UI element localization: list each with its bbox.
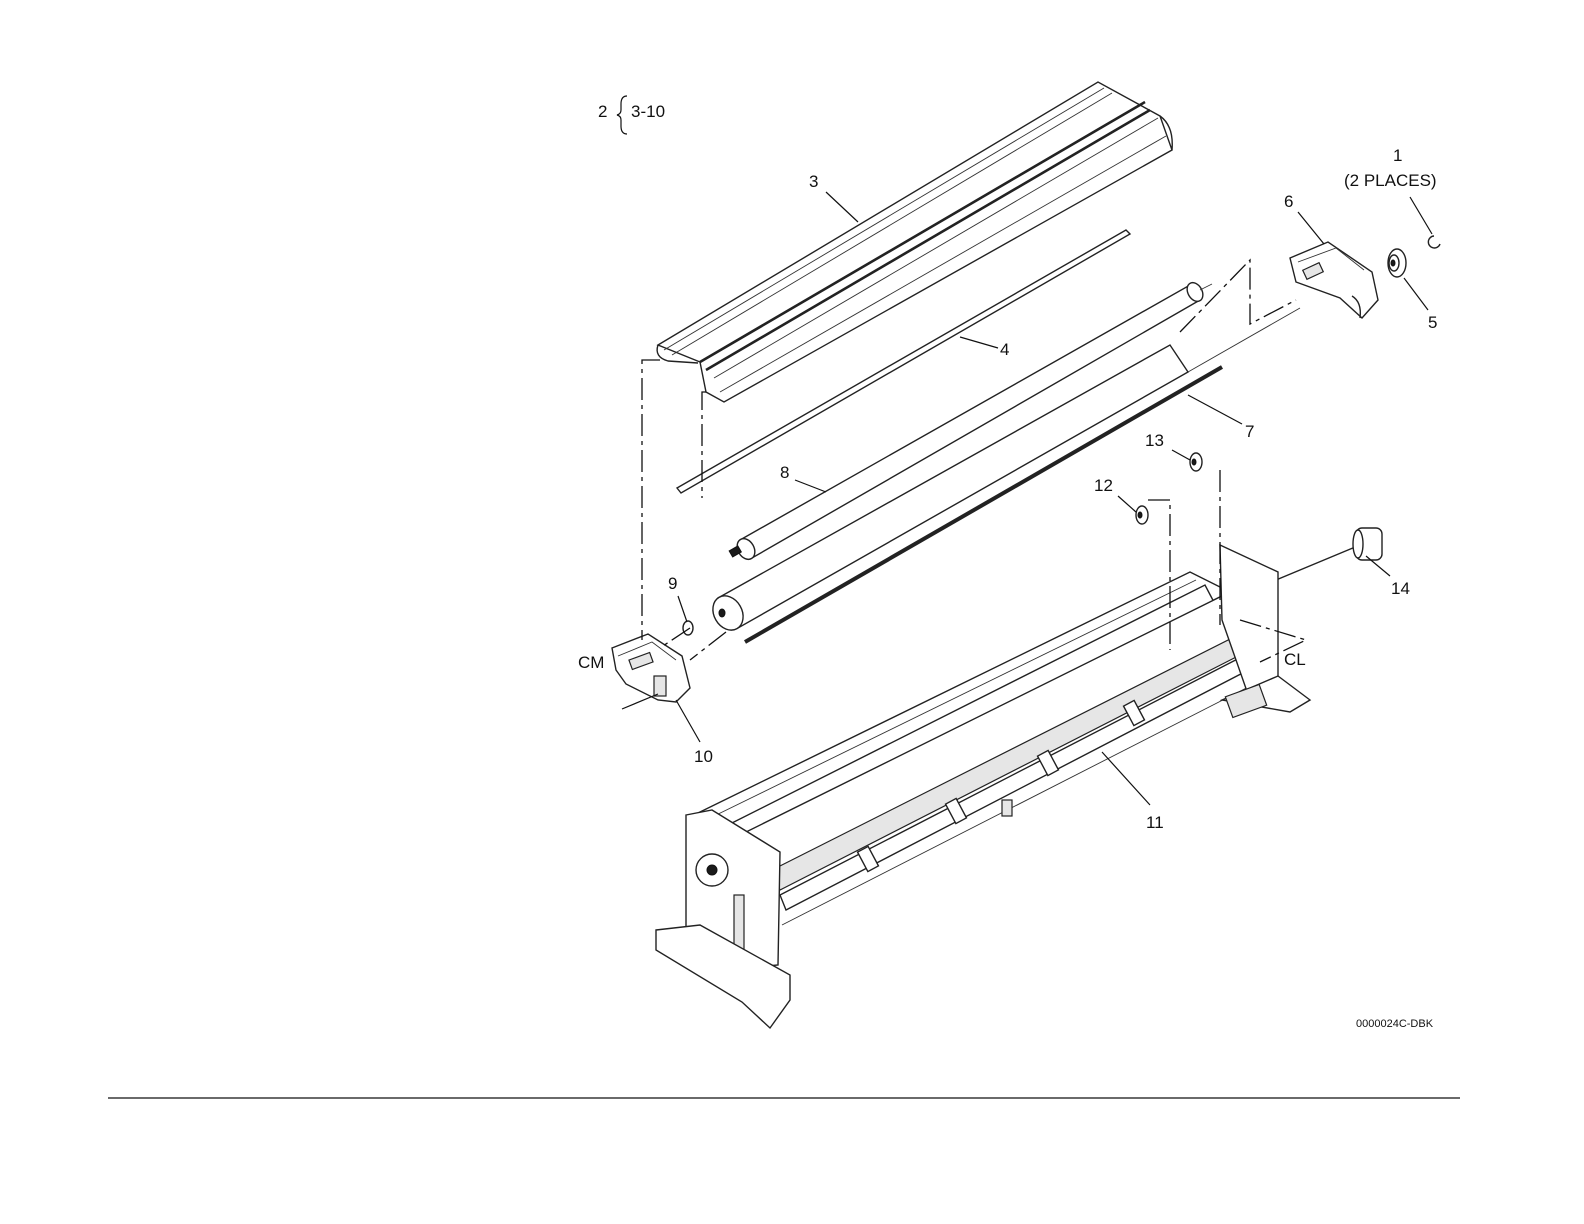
callout-1-note: (2 PLACES) bbox=[1344, 171, 1437, 190]
assembly-group-label: 2 3-10 bbox=[598, 96, 665, 134]
callout-13: 13 bbox=[1145, 431, 1164, 450]
callout-7: 7 bbox=[1245, 422, 1254, 441]
callout-11: 11 bbox=[1146, 813, 1164, 832]
assembly-range: 3-10 bbox=[631, 102, 665, 121]
side-label-cm: CM bbox=[578, 653, 604, 672]
callout-12: 12 bbox=[1094, 476, 1113, 495]
part-right-bracket bbox=[1290, 242, 1378, 318]
part-left-bracket bbox=[612, 634, 690, 702]
callout-3: 3 bbox=[809, 172, 818, 191]
assembly-number: 2 bbox=[598, 102, 607, 121]
callout-5: 5 bbox=[1428, 313, 1437, 332]
brace-symbol bbox=[617, 96, 627, 134]
callout-14: 14 bbox=[1391, 579, 1410, 598]
callout-10: 10 bbox=[694, 747, 713, 766]
part-small-bearing-13 bbox=[1190, 453, 1202, 471]
callout-9: 9 bbox=[668, 574, 677, 593]
side-label-cl: CL bbox=[1284, 650, 1306, 669]
part-bushing bbox=[683, 621, 693, 635]
figure-id: 0000024C-DBK bbox=[1356, 1018, 1434, 1030]
part-small-bearing-12 bbox=[1136, 506, 1148, 524]
part-clip bbox=[1428, 236, 1440, 248]
part-bearing bbox=[1388, 249, 1406, 277]
callout-8: 8 bbox=[780, 463, 789, 482]
callout-6: 6 bbox=[1284, 192, 1293, 211]
callout-4: 4 bbox=[1000, 340, 1009, 359]
callout-1: 1 bbox=[1393, 146, 1402, 165]
